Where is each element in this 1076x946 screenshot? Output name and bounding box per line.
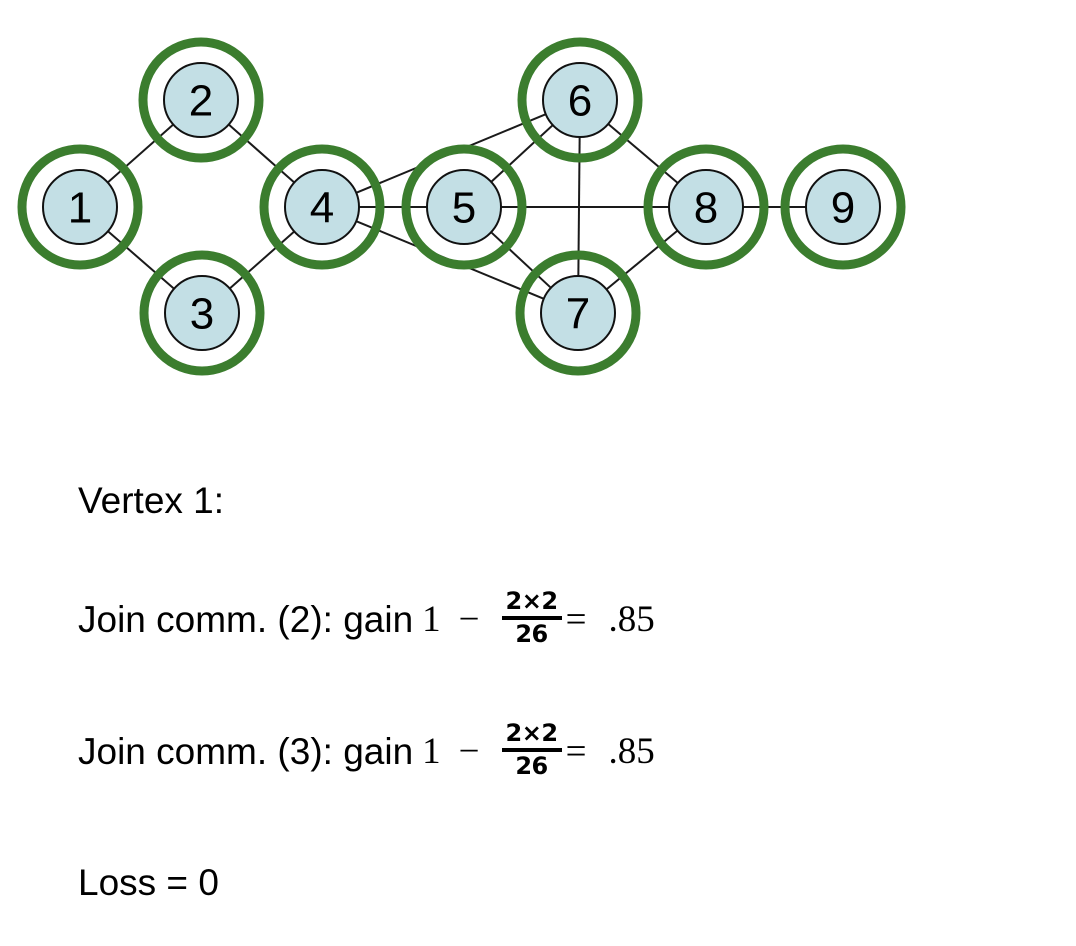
loss-text: Loss = 0 <box>78 861 219 903</box>
node-circle-7[interactable] <box>540 275 616 351</box>
node-circle-2[interactable] <box>163 62 239 138</box>
node-label-5: 5 <box>452 184 476 233</box>
fraction-numerator-1: 2×2 <box>505 586 559 615</box>
fraction-numerator-2: 2×2 <box>505 718 559 747</box>
community-ring-5 <box>401 144 527 270</box>
graph-node-6[interactable]: 6 <box>517 37 643 163</box>
node-circle-8[interactable] <box>668 169 744 245</box>
graph-node-3[interactable]: 3 <box>139 250 265 376</box>
graph-edge-1-2 <box>107 123 174 184</box>
graph-node-7[interactable]: 7 <box>515 250 641 376</box>
graph-node-9[interactable]: 9 <box>780 144 906 270</box>
minus-sign-1: − <box>458 598 480 640</box>
node-label-3: 3 <box>190 290 214 339</box>
node-label-8: 8 <box>694 184 718 233</box>
node-label-4: 4 <box>310 184 334 233</box>
graph-diagram: 1 2 3 4 5 6 7 8 9 <box>0 0 1076 420</box>
join-comm-prefix-1: Join comm. (2): gain <box>78 598 414 640</box>
community-ring-8 <box>643 144 769 270</box>
graph-edge-2-4 <box>228 123 295 184</box>
graph-node-5[interactable]: 5 <box>401 144 527 270</box>
node-circle-4[interactable] <box>284 169 360 245</box>
community-ring-7 <box>515 250 641 376</box>
node-circle-5[interactable] <box>426 169 502 245</box>
equals-sign-1: = <box>565 598 587 640</box>
gain-result-2: .85 <box>608 730 655 772</box>
fraction-bar <box>501 616 562 620</box>
graph-edge-7-8 <box>605 229 679 291</box>
equals-sign-2: = <box>565 730 587 772</box>
gain-value-1: 1 <box>422 598 441 640</box>
graph-svg: 1 2 3 4 5 6 7 8 9 <box>17 37 906 376</box>
graph-node-2[interactable]: 2 <box>138 37 264 163</box>
vertex-heading-line: Vertex 1: <box>78 470 1038 530</box>
vertex-heading: Vertex 1: <box>78 479 225 521</box>
node-circle-9[interactable] <box>805 169 881 245</box>
node-label-9: 9 <box>831 184 855 233</box>
graph-edge-1-3 <box>107 230 175 290</box>
node-label-1: 1 <box>68 184 92 233</box>
nodes-group: 1 2 3 4 5 6 7 8 9 <box>17 37 906 376</box>
node-label-2: 2 <box>189 77 213 126</box>
explanation-text-block: Vertex 1: Join comm. (2): gain 1 − 2×2 2… <box>78 470 1038 912</box>
node-circle-6[interactable] <box>542 62 618 138</box>
node-label-7: 7 <box>566 290 590 339</box>
graph-node-1[interactable]: 1 <box>17 144 143 270</box>
fraction-2: 2×2 26 <box>501 718 562 780</box>
community-ring-9 <box>780 144 906 270</box>
join-comm-line-1: Join comm. (2): gain 1 − 2×2 26 = .85 <box>78 584 1038 654</box>
node-circle-3[interactable] <box>164 275 240 351</box>
fraction-1: 2×2 26 <box>501 586 562 648</box>
graph-edge-6-8 <box>607 123 679 184</box>
community-ring-1 <box>17 144 143 270</box>
fraction-denominator-1: 26 <box>515 620 548 648</box>
minus-sign-2: − <box>458 730 480 772</box>
loss-line: Loss = 0 <box>78 852 1038 912</box>
graph-node-8[interactable]: 8 <box>643 144 769 270</box>
node-circle-1[interactable] <box>42 169 118 245</box>
gain-value-2: 1 <box>422 730 441 772</box>
community-ring-6 <box>517 37 643 163</box>
node-label-6: 6 <box>568 77 592 126</box>
graph-edge-5-6 <box>490 124 554 183</box>
join-comm-prefix-2: Join comm. (3): gain <box>78 730 414 772</box>
graph-edge-5-7 <box>490 231 552 289</box>
fraction-bar <box>501 748 562 752</box>
community-ring-3 <box>139 250 265 376</box>
join-comm-line-2: Join comm. (3): gain 1 − 2×2 26 = .85 <box>78 716 1038 786</box>
community-ring-2 <box>138 37 264 163</box>
fraction-denominator-2: 26 <box>515 752 548 780</box>
graph-node-4[interactable]: 4 <box>259 144 385 270</box>
graph-edge-3-4 <box>229 230 295 290</box>
community-ring-4 <box>259 144 385 270</box>
gain-result-1: .85 <box>608 598 655 640</box>
